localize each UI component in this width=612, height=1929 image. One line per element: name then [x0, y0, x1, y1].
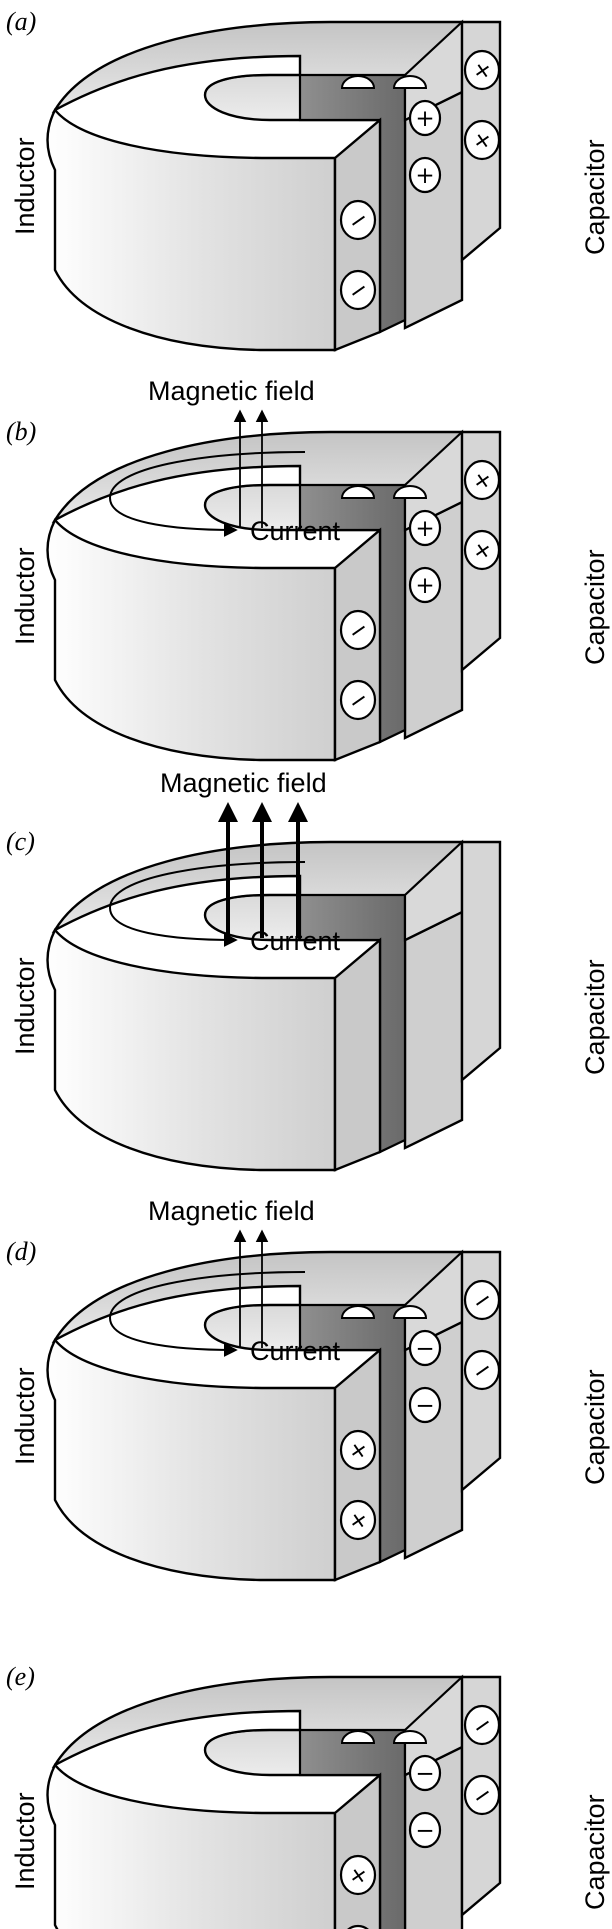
charge-sign: +	[415, 106, 434, 132]
hidden-charge-icon	[340, 1305, 376, 1319]
inductor-front-face	[46, 1337, 337, 1582]
positive-charge-icon	[339, 1854, 377, 1896]
negative-charge-icon	[408, 1811, 442, 1849]
inner-slot-edge	[204, 1729, 300, 1751]
positive-charge-icon	[463, 529, 501, 571]
panel-label: (a)	[6, 7, 36, 36]
current-arrow	[108, 451, 306, 537]
charge-sign: +	[415, 516, 434, 542]
hidden-charge-icon	[340, 75, 376, 89]
positive-charge-icon	[408, 99, 442, 137]
inner-slot-edge	[204, 1304, 300, 1326]
positive-charge-icon	[347, 1924, 369, 1929]
negative-charge-icon	[408, 1386, 442, 1424]
charge-sign: −	[415, 1818, 434, 1844]
negative-charge-icon	[463, 1279, 501, 1321]
positive-charge-icon	[408, 509, 442, 547]
negative-charge-icon	[339, 269, 377, 311]
capacitor-label: Capacitor	[580, 1369, 610, 1485]
panel-c: (c) Inductor Capacitor Current Magnetic fiel…	[6, 768, 610, 1172]
negative-charge-icon	[463, 1774, 501, 1816]
hidden-charge-icon	[392, 485, 428, 499]
positive-charge-icon	[339, 1429, 377, 1471]
inner-slot-edge	[204, 484, 300, 506]
capacitor-front-plate	[333, 937, 382, 1172]
inner-slot-edge	[204, 74, 300, 96]
inductor-label: Inductor	[10, 137, 40, 235]
positive-charge-icon	[408, 156, 442, 194]
panel-label: (e)	[6, 1662, 35, 1691]
charge-sign: −	[415, 1761, 434, 1787]
negative-charge-icon	[408, 1329, 442, 1367]
positive-charge-icon	[463, 49, 501, 91]
capacitor-label: Capacitor	[580, 1794, 610, 1910]
hidden-charge-icon	[340, 1730, 376, 1744]
inductor-front-face	[46, 927, 337, 1172]
current-label: Current	[250, 1336, 341, 1366]
positive-charge-icon	[408, 566, 442, 604]
hidden-charge-icon	[392, 1305, 428, 1319]
panel-label: (c)	[6, 827, 35, 856]
inductor-label: Inductor	[10, 1792, 40, 1890]
negative-charge-icon	[463, 1704, 501, 1746]
inductor-front-face	[46, 107, 337, 352]
negative-charge-icon	[339, 609, 377, 651]
negative-charge-icon	[408, 1754, 442, 1792]
negative-charge-icon	[339, 679, 377, 721]
hidden-charge-icon	[392, 1730, 428, 1744]
inductor-front-face	[46, 517, 337, 762]
magnetic-field-label: Magnetic field	[160, 768, 327, 798]
capacitor-back-plate-side	[403, 910, 464, 1150]
negative-charge-icon	[339, 199, 377, 241]
inductor-label: Inductor	[10, 957, 40, 1055]
capacitor-right-block	[460, 840, 502, 1083]
hidden-charge-icon	[392, 75, 428, 89]
hidden-charge-icon	[340, 485, 376, 499]
magnetic-field-label: Magnetic field	[148, 1196, 315, 1226]
inductor-label: Inductor	[10, 547, 40, 645]
panel-label: (b)	[6, 417, 36, 446]
capacitor-label: Capacitor	[580, 959, 610, 1075]
inductor-front-face	[46, 1762, 337, 1929]
inductor-label: Inductor	[10, 1367, 40, 1465]
panel-label: (d)	[6, 1237, 36, 1266]
charge-sign: +	[415, 163, 434, 189]
charge-sign: −	[415, 1393, 434, 1419]
charge-sign: +	[415, 573, 434, 599]
current-label: Current	[250, 926, 341, 956]
current-label: Current	[250, 516, 341, 546]
positive-charge-icon	[463, 459, 501, 501]
magnetic-field-label: Magnetic field	[148, 376, 315, 406]
current-arrow	[108, 861, 306, 947]
positive-charge-icon	[463, 119, 501, 161]
positive-charge-icon	[339, 1499, 377, 1541]
current-arrow	[108, 1271, 306, 1357]
capacitor-label: Capacitor	[580, 549, 610, 665]
negative-charge-icon	[463, 1349, 501, 1391]
capacitor-front-plate	[333, 1772, 382, 1929]
charge-sign: −	[415, 1336, 434, 1362]
capacitor-label: Capacitor	[580, 139, 610, 255]
